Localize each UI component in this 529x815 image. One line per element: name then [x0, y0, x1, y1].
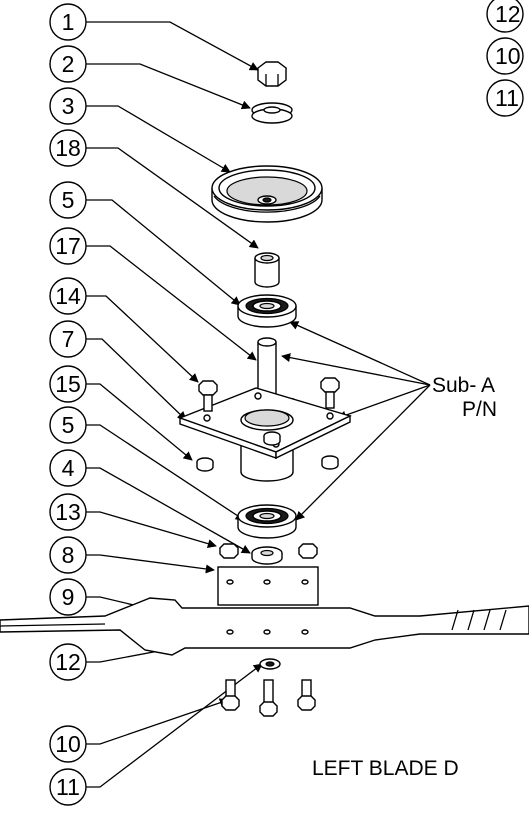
callout-5-lower-label: 5 [62, 412, 75, 438]
callout-17-label: 17 [55, 233, 81, 259]
callout-12-label: 12 [55, 649, 81, 675]
sub-leader-shaft [281, 353, 431, 386]
callout-4: 4 [49, 449, 87, 487]
callout-1: 1 [49, 3, 87, 41]
bottom-bolt-center [259, 679, 278, 717]
blade-part [0, 597, 529, 656]
diagram-title: LEFT BLADE D [312, 757, 459, 780]
leader-15 [86, 383, 193, 461]
callout-9: 9 [49, 578, 87, 616]
sub-assembly-part-number: P/N [462, 398, 497, 421]
callout-4-label: 4 [62, 455, 75, 481]
sub-assembly-leaders [281, 321, 431, 521]
sub-leader-bearing-lower [295, 384, 431, 521]
callout-right-12-label: 12 [495, 1, 521, 27]
bottom-bolt-right [297, 679, 316, 711]
plate-nut-center [263, 431, 281, 446]
washer-part [251, 102, 293, 124]
callout-5-upper-label: 5 [62, 187, 75, 213]
plate-bolt-left [198, 380, 218, 412]
leader-8 [86, 554, 215, 574]
leader-5-upper [86, 199, 241, 306]
hex-nut-part [256, 61, 288, 87]
callout-13-label: 13 [55, 499, 81, 525]
leader-1 [86, 21, 259, 71]
callout-14-label: 14 [55, 283, 81, 309]
leader-3 [86, 105, 231, 173]
callout-8: 8 [49, 536, 87, 574]
callout-7: 7 [49, 320, 87, 358]
callout-3: 3 [49, 87, 87, 125]
lower-bearing-part [237, 504, 297, 539]
callout-11: 11 [49, 768, 87, 806]
callout-7-label: 7 [62, 326, 75, 352]
upper-bearing-part [237, 294, 297, 328]
callout-18: 18 [49, 129, 87, 167]
adapter-block-part [217, 566, 319, 606]
leader-2 [86, 63, 251, 110]
callout-right-12: 12 [486, 0, 524, 33]
callout-15-label: 15 [55, 371, 81, 397]
callout-14: 14 [49, 277, 87, 315]
callout-15: 15 [49, 365, 87, 403]
spacer-sleeve-part [254, 252, 280, 288]
callout-12: 12 [49, 643, 87, 681]
callout-10: 10 [49, 725, 87, 763]
adapter-nut-right [298, 543, 318, 559]
callout-5-upper: 5 [49, 181, 87, 219]
leader-13 [86, 511, 217, 549]
callout-11-label: 11 [56, 774, 80, 800]
lower-washer-part [251, 546, 283, 565]
pulley-part [211, 165, 323, 223]
callout-right-10-label: 10 [495, 43, 521, 69]
plate-nut-right [321, 455, 339, 470]
callout-3-label: 3 [62, 93, 75, 119]
leader-11 [86, 663, 263, 788]
leader-7 [86, 338, 187, 421]
leader-14 [86, 295, 199, 383]
leader-17 [86, 245, 257, 361]
bottom-bolt-left [221, 679, 240, 711]
sub-leader-housing [337, 384, 431, 420]
callout-right-11-label: 11 [495, 85, 519, 111]
callout-18-label: 18 [55, 135, 81, 161]
callout-2: 2 [49, 45, 87, 83]
callout-10-label: 10 [55, 731, 81, 757]
callout-2-label: 2 [62, 51, 75, 77]
callout-9-label: 9 [62, 584, 75, 610]
plate-bolt-right [320, 377, 340, 409]
leader-5-lower [86, 424, 245, 521]
callout-17: 17 [49, 227, 87, 265]
callout-right-11: 11 [486, 79, 524, 117]
spindle-shaft-part [257, 337, 277, 401]
callout-13: 13 [49, 493, 87, 531]
adapter-nut-left [219, 543, 239, 559]
leader-4 [86, 467, 251, 554]
callout-5-lower: 5 [49, 406, 87, 444]
callout-1-label: 1 [62, 9, 75, 35]
blade-washer-part [259, 658, 281, 670]
plate-nut-left [196, 457, 214, 472]
leader-10 [86, 698, 229, 745]
callout-right-10: 10 [486, 37, 524, 75]
callout-8-label: 8 [62, 542, 75, 568]
sub-leader-bearing-upper [289, 321, 431, 386]
sub-assembly-label: Sub- A [432, 374, 495, 397]
leader-18 [86, 147, 259, 249]
